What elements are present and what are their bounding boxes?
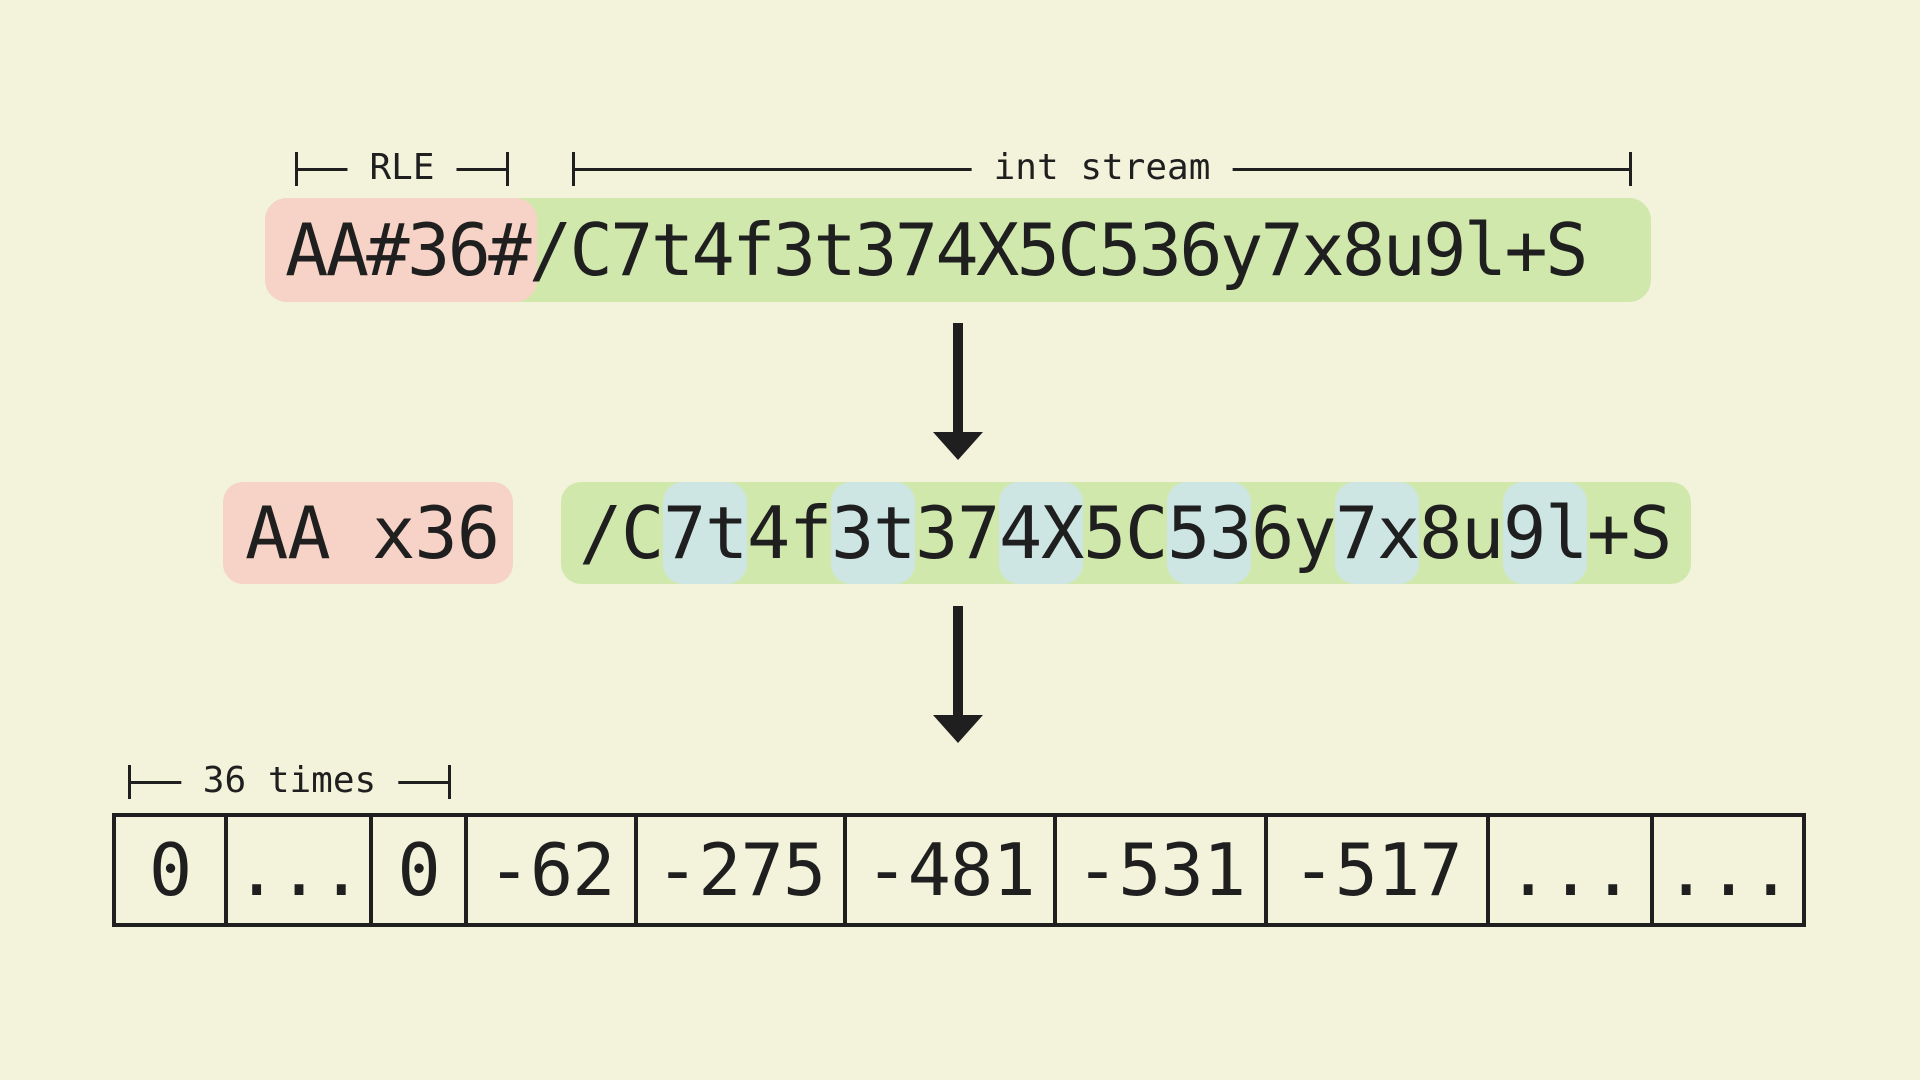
stream-char: 3	[831, 491, 875, 575]
pair-highlight	[1335, 482, 1419, 584]
stream-char: 7	[1335, 491, 1379, 575]
stream-char: 7	[957, 491, 1001, 575]
table-cell: 0	[373, 817, 468, 923]
stream-char: 8	[1419, 491, 1463, 575]
stream-char: S	[1629, 491, 1673, 575]
table-cell: ...	[1490, 817, 1654, 923]
encoded-stream-part: /C7t4f3t374X5C536y7x8u9l+S	[528, 208, 1589, 292]
times-bracket: 36 times	[128, 761, 451, 801]
pair-highlight	[1167, 482, 1251, 584]
rle-highlight	[265, 198, 537, 302]
stream-char: C	[621, 491, 665, 575]
table-cell: ...	[1664, 828, 1792, 912]
stream-char: /	[579, 491, 623, 575]
stream-char: C	[1125, 491, 1169, 575]
stream-char: 9	[1503, 491, 1547, 575]
stream-char: 4	[747, 491, 791, 575]
pair-highlight	[1503, 482, 1587, 584]
arrow-down-icon	[933, 606, 983, 743]
stream-char: X	[1041, 491, 1085, 575]
times-bracket-label: 36 times	[180, 761, 399, 801]
encoded-string: AA#36#/C7t4f3t374X5C536y7x8u9l+S	[265, 198, 1651, 302]
rle-bracket-label: RLE	[347, 148, 457, 188]
stream-char: 5	[1083, 491, 1127, 575]
table-cell: ...	[228, 817, 373, 923]
stream-char: 4	[999, 491, 1043, 575]
table-cell: -517	[1268, 817, 1490, 923]
table-cell: 0	[116, 817, 228, 923]
values-table: 0 ... 0 -62 -275 -481 -531 -517 ... ...	[112, 813, 1806, 927]
encoded-rle-part: AA#36#	[285, 208, 532, 292]
stream-char: 6	[1251, 491, 1295, 575]
pair-highlight	[999, 482, 1083, 584]
arrow-down-icon	[933, 323, 983, 460]
rle-decoded-box: AA x36	[223, 482, 513, 584]
stream-char: u	[1461, 491, 1505, 575]
pair-highlight	[831, 482, 915, 584]
stream-char: x	[1377, 491, 1421, 575]
stream-char: t	[705, 491, 749, 575]
table-cell: -531	[1057, 817, 1268, 923]
stream-char: 5	[1167, 491, 1211, 575]
rle-bracket: RLE	[295, 148, 509, 188]
stream-char: y	[1293, 491, 1337, 575]
stream-char: 3	[915, 491, 959, 575]
int-stream-bracket: int stream	[572, 148, 1632, 188]
table-cell: -481	[847, 817, 1057, 923]
pair-highlight	[663, 482, 747, 584]
stream-char: t	[873, 491, 917, 575]
stream-char: 7	[663, 491, 707, 575]
table-cell: -275	[638, 817, 847, 923]
stream-char: 3	[1209, 491, 1253, 575]
stream-char: +	[1587, 491, 1631, 575]
encoded-text: AA#36#/C7t4f3t374X5C536y7x8u9l+S	[285, 198, 1589, 302]
table-cell: -62	[468, 817, 638, 923]
int-stream-bracket-label: int stream	[971, 148, 1233, 188]
stream-char: f	[789, 491, 833, 575]
rle-decoded-text: AA x36	[245, 491, 500, 575]
stream-char: l	[1545, 491, 1589, 575]
